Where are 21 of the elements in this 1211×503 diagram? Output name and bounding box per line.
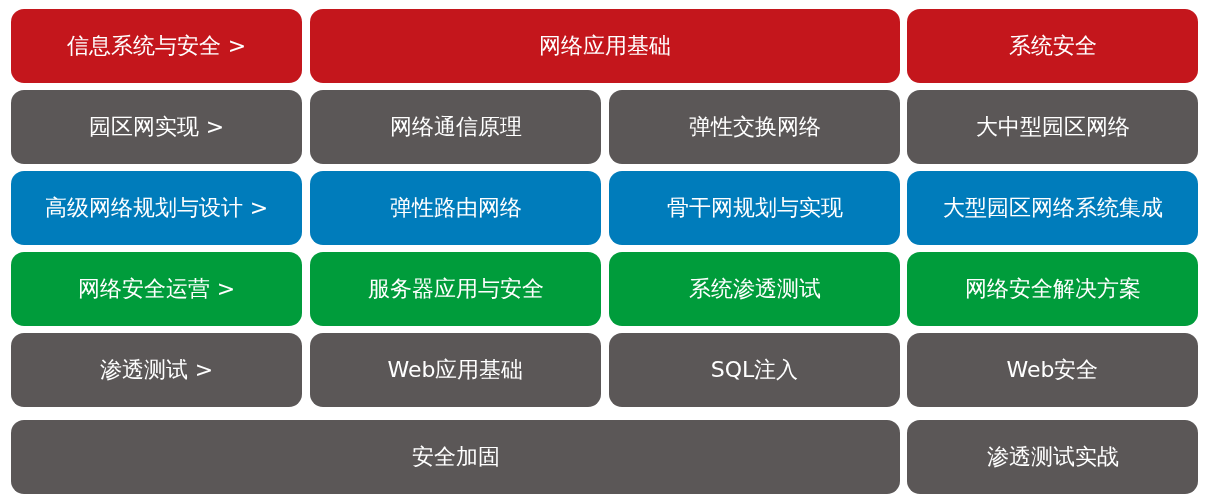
topic-box: 园区网实现 >: [11, 90, 302, 164]
topic-box: 网络安全运营 >: [11, 252, 302, 326]
topic-box: 网络应用基础: [310, 9, 900, 83]
topic-box: 信息系统与安全 >: [11, 9, 302, 83]
topic-box: 大型园区网络系统集成: [907, 171, 1198, 245]
topic-box: 渗透测试 >: [11, 333, 302, 407]
topic-box: Web安全: [907, 333, 1198, 407]
topic-box: 大中型园区网络: [907, 90, 1198, 164]
topic-box: 系统安全: [907, 9, 1198, 83]
topic-box: 服务器应用与安全: [310, 252, 601, 326]
topic-box: Web应用基础: [310, 333, 601, 407]
topic-box: 渗透测试实战: [907, 420, 1198, 494]
topic-box: SQL注入: [609, 333, 900, 407]
topic-box: 弹性路由网络: [310, 171, 601, 245]
topic-box: 骨干网规划与实现: [609, 171, 900, 245]
topic-box: 安全加固: [11, 420, 900, 494]
topic-box: 弹性交换网络: [609, 90, 900, 164]
topic-box: 网络安全解决方案: [907, 252, 1198, 326]
topic-box: 高级网络规划与设计 >: [11, 171, 302, 245]
topic-box: 系统渗透测试: [609, 252, 900, 326]
topic-box: 网络通信原理: [310, 90, 601, 164]
